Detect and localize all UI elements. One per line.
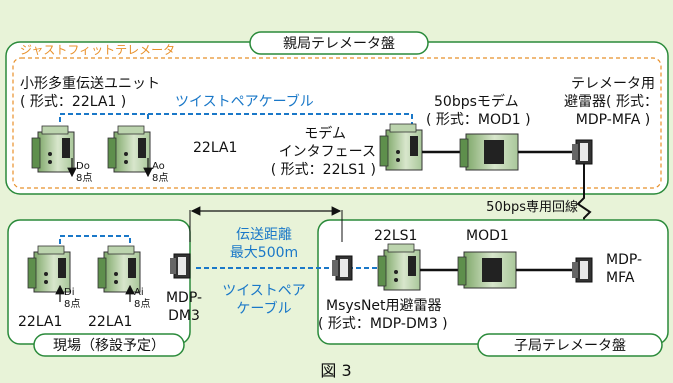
ao-label: Ao bbox=[152, 161, 165, 172]
main-station-label: 親局テレメータ盤 bbox=[283, 36, 395, 52]
arrester-label-3: MDP-MFA ) bbox=[576, 112, 650, 128]
msysnet-arrester-label-1: MsysNet用避雷器 bbox=[326, 298, 442, 314]
mdp-mfa-label-1: MDP- bbox=[606, 252, 642, 268]
distance-label-1: 伝送距離 bbox=[236, 226, 292, 243]
ls1-device-top bbox=[379, 123, 423, 171]
arrester-label-1: テレメータ用 bbox=[571, 76, 655, 92]
mod1-bottom-label: MOD1 bbox=[466, 228, 509, 244]
la1-device-di bbox=[27, 245, 71, 293]
la1-device-do bbox=[31, 125, 75, 173]
ls1-bottom-label: 22LS1 bbox=[374, 228, 417, 244]
sub-station-label: 子局テレメータ盤 bbox=[514, 338, 626, 354]
site-tag bbox=[33, 333, 185, 357]
modem-if-label-3: ( 形式：22LS1 ) bbox=[271, 162, 376, 178]
just-fit-label: ジャストフィットテレメータ bbox=[20, 43, 175, 57]
modem-50-label-2: ( 形式：MOD1 ) bbox=[426, 112, 531, 128]
mdp-dm3-label-1: MDP- bbox=[166, 290, 202, 306]
do-label: Do bbox=[76, 161, 90, 172]
ao-points: 8点 bbox=[152, 172, 168, 184]
mdp-mfa-label-2: MFA bbox=[606, 270, 635, 286]
la1-bottom-left-label: 22LA1 bbox=[18, 314, 62, 330]
site-label: 現場（移設予定） bbox=[53, 338, 165, 354]
main-station-tag bbox=[249, 31, 429, 55]
ai-points: 8点 bbox=[134, 298, 150, 310]
multiplex-unit-label-1: 小形多重伝送ユニット bbox=[20, 75, 160, 92]
sub-station-tag bbox=[477, 333, 663, 357]
modem-if-label-2: インタフェース bbox=[279, 144, 376, 160]
do-points: 8点 bbox=[76, 172, 92, 184]
ai-label: Ai bbox=[134, 287, 144, 298]
mod1-device-top bbox=[459, 133, 519, 171]
ls1-device-bottom bbox=[377, 243, 421, 291]
di-label: Di bbox=[64, 287, 74, 298]
modem-50-label-1: 50bpsモデム bbox=[434, 93, 519, 110]
mod1-device-bottom bbox=[457, 251, 517, 289]
mdp-dm3-label-2: DM3 bbox=[168, 308, 200, 324]
figure-caption: 図 3 bbox=[320, 361, 351, 380]
twisted-pair-top-label: ツイストペアケーブル bbox=[175, 93, 314, 110]
twisted-pair-bottom-label-1: ツイストペア bbox=[222, 283, 306, 299]
la1-top-label: 22LA1 bbox=[193, 140, 237, 156]
modem-if-label-1: モデム bbox=[304, 125, 346, 142]
twisted-pair-cable-top bbox=[59, 113, 413, 124]
multiplex-unit-label-2: ( 形式：22LA1 ) bbox=[20, 94, 126, 110]
la1-device-ao bbox=[107, 125, 151, 173]
msysnet-arrester-label-2: ( 形式：MDP-DM3 ) bbox=[318, 316, 448, 332]
twisted-pair-bottom-label-2: ケーブル bbox=[236, 300, 291, 317]
arrester-label-2: 避雷器( 形式： bbox=[564, 94, 658, 110]
la1-device-ai bbox=[97, 245, 141, 293]
di-points: 8点 bbox=[64, 298, 80, 310]
twisted-pair-cable-site bbox=[59, 235, 131, 244]
la1-bottom-mid-label: 22LA1 bbox=[88, 314, 132, 330]
distance-label-2: 最大500m bbox=[230, 245, 298, 261]
line-50-label: 50bps専用回線 bbox=[486, 199, 578, 215]
just-fit-box bbox=[12, 57, 662, 189]
